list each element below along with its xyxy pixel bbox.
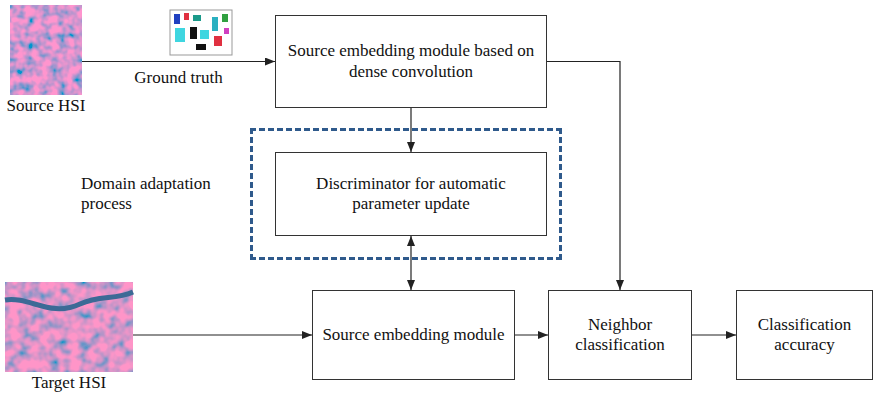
connector-arrow — [410, 236, 411, 290]
node-caption: Source HSI — [7, 97, 86, 116]
ground-truth-frame — [170, 10, 232, 55]
image-node: Target HSI — [5, 282, 133, 372]
class-patch — [175, 28, 185, 42]
image-node: Source HSI — [10, 5, 82, 95]
process-box: Source embedding module — [312, 290, 515, 380]
box-label: Discriminator for automatic parameter up… — [284, 174, 538, 215]
class-patch — [196, 44, 206, 50]
river — [5, 292, 133, 309]
class-patch — [193, 15, 201, 21]
process-box: Source embedding module based on dense c… — [275, 15, 547, 108]
source-hsi-image — [10, 5, 82, 95]
edge-label: Ground truth — [132, 68, 224, 88]
connector-arrow — [515, 334, 548, 335]
connector-arrow — [692, 334, 736, 335]
process-box: Classification accuracy — [736, 290, 873, 380]
class-patch — [214, 36, 222, 46]
box-label: Classification accuracy — [745, 315, 864, 356]
node-caption: Domain adaptation process — [81, 174, 233, 215]
connector-arrow — [133, 334, 312, 335]
box-label: Source embedding module based on dense c… — [284, 41, 538, 82]
class-patch — [224, 28, 229, 34]
class-patch — [200, 30, 209, 39]
connector-arrow — [82, 61, 275, 62]
class-patch — [212, 17, 218, 31]
class-patch — [184, 13, 189, 20]
target-hsi-pixels — [5, 282, 133, 372]
class-patch — [190, 27, 197, 39]
class-patch — [222, 14, 228, 22]
dashed-group: Domain adaptation processDiscriminator f… — [250, 128, 562, 260]
node-caption: Target HSI — [32, 374, 107, 393]
process-box: Neighbor classification — [548, 290, 692, 380]
target-hsi-image — [5, 282, 133, 372]
class-patch — [174, 14, 180, 24]
ground-truth-map — [170, 10, 232, 55]
source-hsi-pixels — [10, 5, 82, 95]
connector-arrow — [547, 62, 620, 291]
process-box: Discriminator for automatic parameter up… — [275, 152, 547, 236]
box-label: Neighbor classification — [557, 315, 683, 356]
box-label: Source embedding module — [322, 325, 504, 345]
